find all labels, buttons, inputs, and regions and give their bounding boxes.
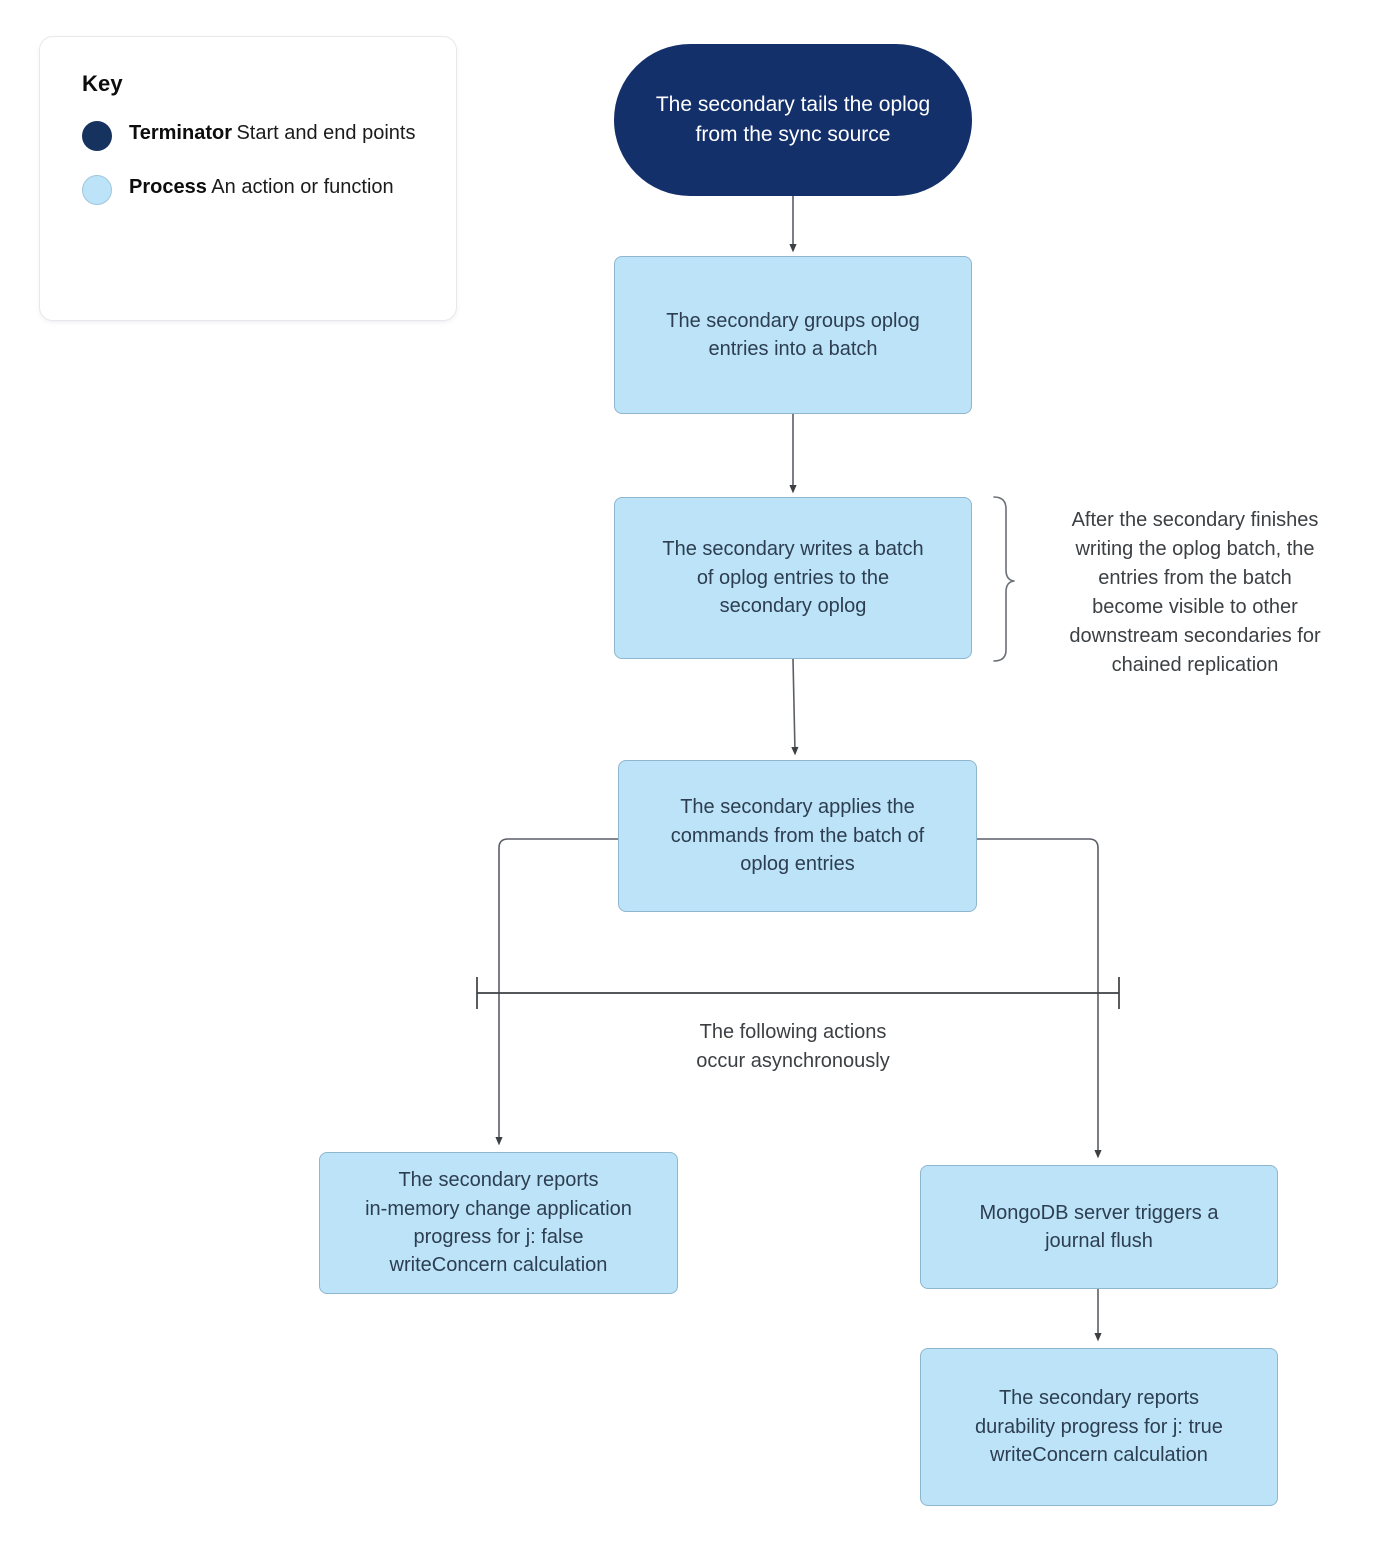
async-dimension-line	[476, 977, 1120, 1009]
node-report-durability-progress: The secondary reports durability progres…	[920, 1348, 1278, 1506]
node-report-in-memory-progress: The secondary reports in-memory change a…	[319, 1152, 678, 1294]
legend-item-description: An action or function	[211, 176, 394, 198]
legend-title: Key	[82, 71, 123, 96]
legend-item-process: Process An action or function	[82, 173, 456, 205]
node-group-oplog-entries: The secondary groups oplog entries into …	[614, 256, 972, 414]
node-label: The secondary reports durability progres…	[975, 1387, 1223, 1467]
process-swatch-icon	[82, 175, 112, 205]
terminator-swatch-icon	[82, 121, 112, 151]
node-apply-commands: The secondary applies the commands from …	[618, 760, 977, 912]
node-write-oplog-batch: The secondary writes a batch of oplog en…	[614, 497, 972, 659]
legend-item-terminator: Terminator Start and end points	[82, 119, 456, 151]
node-label: The secondary tails the oplog from the s…	[655, 93, 931, 146]
edge-apply-to-report-in-memory	[495, 838, 619, 1146]
node-label: The secondary writes a batch of oplog en…	[662, 538, 924, 618]
legend-item-description: Start and end points	[236, 122, 416, 144]
node-label: The secondary groups oplog entries into …	[666, 309, 920, 360]
node-label: The secondary reports in-memory change a…	[365, 1169, 632, 1277]
node-journal-flush: MongoDB server triggers a journal flush	[920, 1165, 1278, 1289]
node-label: MongoDB server triggers a journal flush	[979, 1201, 1219, 1252]
edge-write-to-apply	[791, 658, 799, 756]
annotation-async-divider: The following actions occur asynchronous…	[696, 1021, 890, 1072]
legend-item-name: Terminator	[129, 122, 232, 144]
chained-replication-brace	[993, 496, 1015, 662]
node-label: The secondary applies the commands from …	[670, 796, 925, 876]
node-start: The secondary tails the oplog from the s…	[614, 44, 972, 196]
legend-item-name: Process	[129, 176, 207, 198]
annotation-chained-replication: After the secondary finishes writing the…	[1069, 509, 1321, 676]
edge-apply-to-journal-flush	[977, 838, 1102, 1159]
legend-panel: Key Terminator Start and end points Proc…	[39, 36, 457, 321]
